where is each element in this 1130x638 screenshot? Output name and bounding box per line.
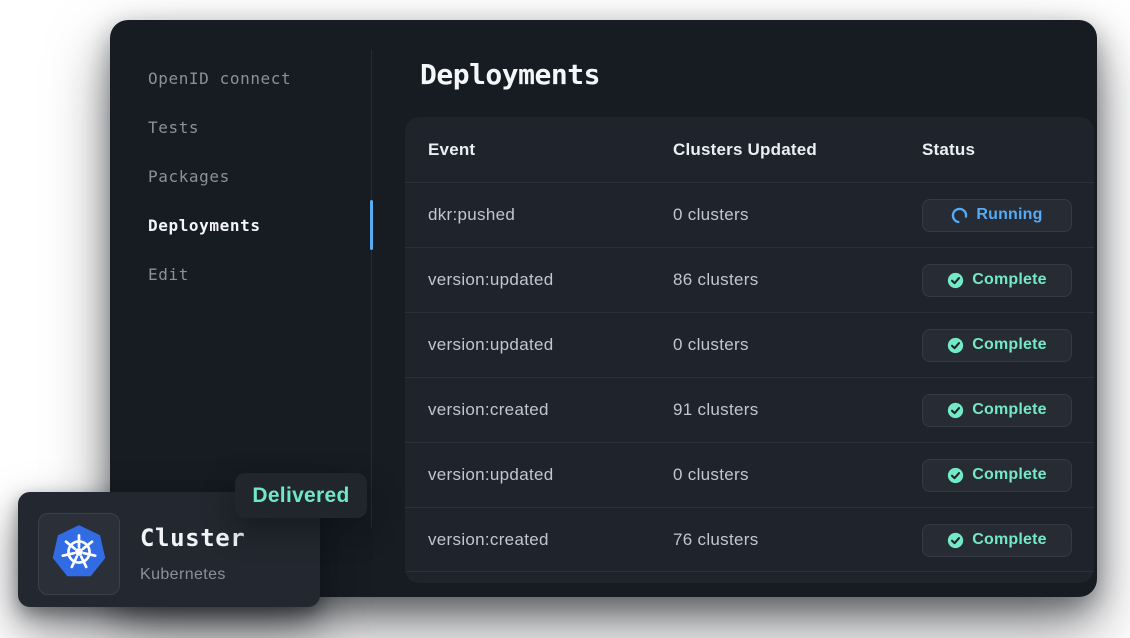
cluster-card-subtitle: Kubernetes [140,566,226,583]
spinner-icon [951,207,968,224]
column-header-event: Event [428,139,476,159]
check-circle-icon [948,467,964,483]
spinner-icon [952,207,968,223]
clusters-cell: 76 clusters [673,530,759,549]
table-footer-divider [405,571,1094,582]
clusters-cell: 0 clusters [673,205,749,224]
page-title: Deployments [420,58,600,91]
check-circle-icon [947,272,964,289]
status-label: Complete [972,336,1047,353]
check-circle-icon [947,467,964,484]
event-cell: version:updated [428,270,554,289]
clusters-cell: 0 clusters [673,465,749,484]
check-circle-icon [947,402,964,419]
event-cell: dkr:pushed [428,205,516,224]
clusters-cell: 0 clusters [673,335,749,354]
check-circle-icon [947,532,964,549]
table-row: dkr:pushed 0 clusters Running [405,182,1094,247]
event-cell: version:created [428,530,549,549]
event-cell: version:created [428,400,549,419]
table-row: version:created 91 clusters Complete [405,377,1094,442]
status-label: Complete [972,466,1047,483]
column-header-status: Status [922,139,976,159]
column-header-clusters: Clusters Updated [673,139,817,159]
status-label: Complete [972,271,1047,288]
deployments-table: Event Clusters Updated Status dkr:pushed… [405,117,1094,583]
table-row: version:updated 0 clusters Complete [405,312,1094,377]
table-row: version:created 76 clusters Complete [405,507,1094,572]
cluster-icon-tile [38,513,120,595]
table-header-row: Event Clusters Updated Status [405,117,1094,182]
kubernetes-icon [50,523,108,586]
sidebar-item-openid-connect[interactable]: OpenID connect [148,69,292,88]
status-badge-complete: Complete [922,458,1072,492]
sidebar-item-edit[interactable]: Edit [148,265,189,284]
status-badge-complete: Complete [922,263,1072,297]
status-label: Running [976,206,1043,223]
delivered-badge-label: Delivered [252,483,350,507]
check-circle-icon [947,337,964,354]
sidebar-item-tests[interactable]: Tests [148,118,200,137]
event-cell: version:updated [428,335,554,354]
sidebar-item-deployments[interactable]: Deployments [148,216,261,235]
check-circle-icon [948,337,964,353]
clusters-cell: 86 clusters [673,270,759,289]
sidebar-item-packages[interactable]: Packages [148,167,230,186]
sidebar-divider [371,50,372,528]
table-row: version:updated 86 clusters Complete [405,247,1094,312]
event-cell: version:updated [428,465,554,484]
clusters-cell: 91 clusters [673,400,759,419]
delivered-badge: Delivered [235,473,367,518]
status-label: Complete [972,401,1047,418]
active-item-indicator [369,200,373,250]
status-badge-running: Running [922,198,1072,232]
check-circle-icon [948,532,964,548]
table-body: dkr:pushed 0 clusters Running version:up… [405,182,1094,572]
status-badge-complete: Complete [922,328,1072,362]
check-circle-icon [948,272,964,288]
status-badge-complete: Complete [922,523,1072,557]
cluster-card-title: Cluster [140,524,246,552]
table-row: version:updated 0 clusters Complete [405,442,1094,507]
status-label: Complete [972,531,1047,548]
check-circle-icon [948,402,964,418]
status-badge-complete: Complete [922,393,1072,427]
